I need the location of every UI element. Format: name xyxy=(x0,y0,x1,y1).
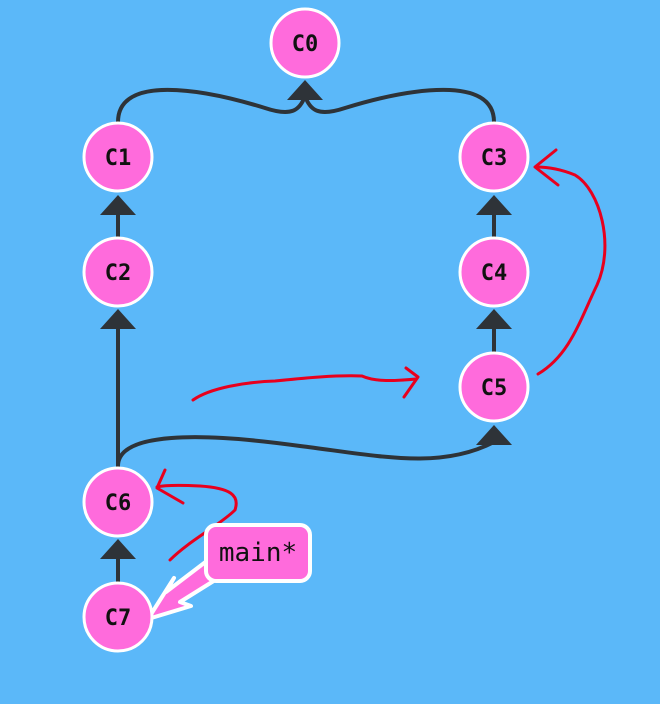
edge-c3-c0 xyxy=(303,87,496,124)
annotation-arrow-to-c6 xyxy=(155,483,238,562)
arrowhead-c3 xyxy=(476,195,512,215)
commit-node-c3[interactable]: C3 xyxy=(458,121,530,193)
commit-label: C7 xyxy=(105,606,132,631)
commit-node-c2[interactable]: C2 xyxy=(82,236,154,308)
arrowhead-c1 xyxy=(100,195,136,215)
commit-label: C4 xyxy=(481,261,508,286)
annotation-arrow-c5-to-c3-head xyxy=(533,148,560,187)
arrowhead-c4 xyxy=(476,309,512,329)
commit-node-c1[interactable]: C1 xyxy=(82,121,154,193)
commit-node-c7[interactable]: C7 xyxy=(82,581,154,653)
arrowheads xyxy=(100,80,512,559)
annotation-arrow-to-c5 xyxy=(191,374,418,402)
commit-label: C1 xyxy=(105,146,132,171)
commit-label: C3 xyxy=(481,146,508,171)
commit-label: C0 xyxy=(292,32,319,57)
commit-node-c0[interactable]: C0 xyxy=(269,7,341,79)
commit-node-c4[interactable]: C4 xyxy=(458,236,530,308)
commit-label: C2 xyxy=(105,261,132,286)
commit-label: C6 xyxy=(105,491,132,516)
arrowhead-c2 xyxy=(100,309,136,329)
arrowhead-c6 xyxy=(100,539,136,559)
commit-label: C5 xyxy=(481,376,508,401)
branch-label-text: main* xyxy=(219,538,297,568)
commit-node-c5[interactable]: C5 xyxy=(458,351,530,423)
branch-label-main[interactable]: main* xyxy=(204,523,312,583)
annotations xyxy=(155,148,607,562)
edge-c1-c0 xyxy=(116,87,307,124)
annotation-arrow-c5-to-c3 xyxy=(534,165,607,376)
arrowhead-c5 xyxy=(476,425,512,445)
annotation-arrow-to-c6-head xyxy=(155,468,185,505)
annotation-arrow-to-c5-head xyxy=(402,366,420,399)
commit-node-c6[interactable]: C6 xyxy=(82,466,154,538)
edges xyxy=(116,87,496,584)
edge-c6-c5 xyxy=(116,435,496,468)
arrowhead-c0 xyxy=(287,80,323,100)
